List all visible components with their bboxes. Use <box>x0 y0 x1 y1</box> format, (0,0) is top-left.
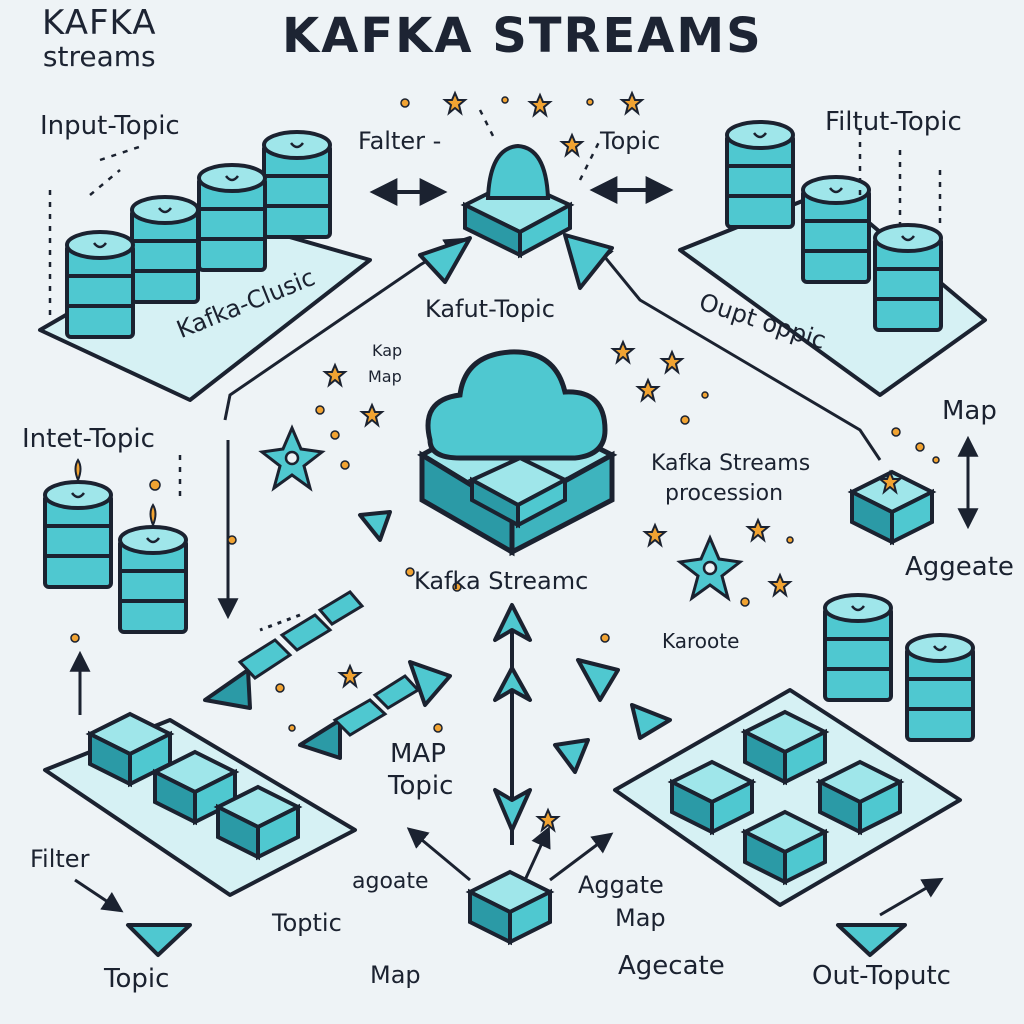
platform-bottom-right <box>613 688 962 907</box>
label-falter: Falter - <box>358 127 442 155</box>
bottom-center-cube <box>468 870 552 944</box>
label-topic-top: Topic <box>600 127 661 155</box>
kafka-streams-logo: KAFKA streams <box>42 3 157 73</box>
filter-processor-cube <box>460 143 575 259</box>
label-map-topic-2: Topic <box>388 771 454 801</box>
label-kap: Kap <box>372 341 403 360</box>
label-map-bottom: Map <box>370 961 421 989</box>
page-title: KAFKA STREAMS <box>282 8 763 64</box>
connector-blocks <box>237 590 421 737</box>
right-middle-drums <box>823 593 975 742</box>
label-filter: Filter <box>30 845 90 873</box>
label-map-small: Map <box>368 367 402 386</box>
logo-line-1: KAFKA <box>42 3 157 43</box>
label-inter-topic: Intet-Topic <box>22 424 155 454</box>
label-karoote: Karoote <box>662 629 740 653</box>
label-toptic: Toptic <box>272 909 342 937</box>
label-aggate: Aggate <box>578 871 664 899</box>
event-dots <box>70 96 940 733</box>
label-map-right: Map <box>942 396 997 426</box>
label-kafka-streams-procession-1: Kafka Streams <box>651 451 811 476</box>
label-topic-bottom: Topic <box>104 964 170 994</box>
signal-dashes <box>48 109 942 500</box>
label-agecate: Agecate <box>618 951 725 981</box>
flow-arrowheads <box>126 233 907 957</box>
label-kafut-topic: Kafut-Topic <box>425 295 555 323</box>
label-out-toputc: Out-Toputc <box>812 961 951 991</box>
label-filtut-topic: Filtut-Topic <box>825 107 962 137</box>
label-aggeate-right: Aggeate <box>905 552 1014 582</box>
inter-topic-flames <box>74 458 157 528</box>
label-input-topic: Input-Topic <box>40 111 180 141</box>
label-kafka-streams-procession-2: procession <box>665 481 784 506</box>
inter-topic-drums <box>43 480 188 634</box>
label-map-topic-1: MAP <box>390 739 446 769</box>
label-kafka-streamc: Kafka Streamc <box>414 567 589 595</box>
logo-line-2: streams <box>42 39 156 73</box>
label-agoate: agoate <box>352 869 429 894</box>
central-kafka-cloud <box>417 349 618 557</box>
label-map-center: Map <box>615 904 666 932</box>
